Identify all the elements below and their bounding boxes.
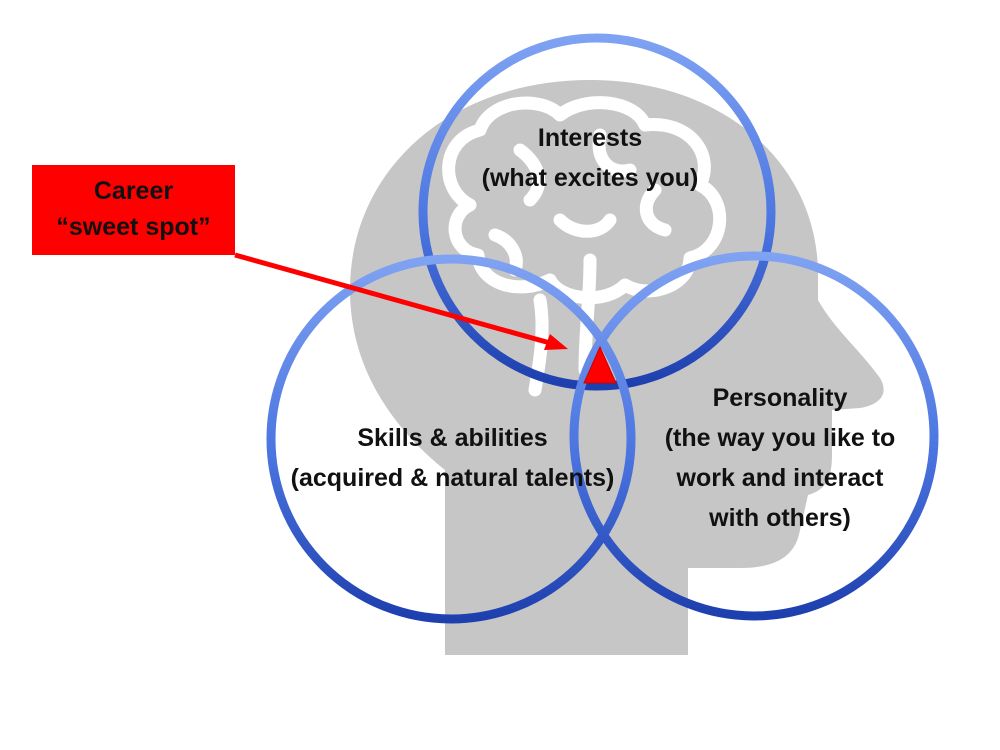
triangle-marker-icon (583, 345, 617, 384)
personality-line-3: work and interact (676, 464, 884, 492)
career-sweet-spot-callout: Career “sweet spot” (32, 165, 235, 255)
callout-arrow (234, 252, 568, 350)
personality-line-2: (the way you like to (664, 424, 896, 452)
skills-label: Skills & abilities (acquired & natural t… (255, 418, 650, 498)
interests-label: Interests (what excites you) (420, 118, 760, 198)
skills-subtitle: (acquired & natural talents) (290, 464, 615, 492)
personality-title: Personality (712, 384, 848, 412)
skills-circle (266, 254, 636, 624)
callout-line-2: “sweet spot” (56, 213, 211, 241)
interests-circle (418, 33, 776, 391)
personality-label: Personality (the way you like to work an… (625, 378, 935, 538)
personality-circle (569, 251, 939, 621)
interests-subtitle: (what excites you) (481, 164, 699, 192)
personality-line-4: with others) (709, 504, 851, 532)
callout-line-1: Career (93, 177, 174, 205)
interests-title: Interests (537, 124, 643, 152)
skills-title: Skills & abilities (357, 424, 548, 452)
brain-outline (442, 96, 727, 397)
